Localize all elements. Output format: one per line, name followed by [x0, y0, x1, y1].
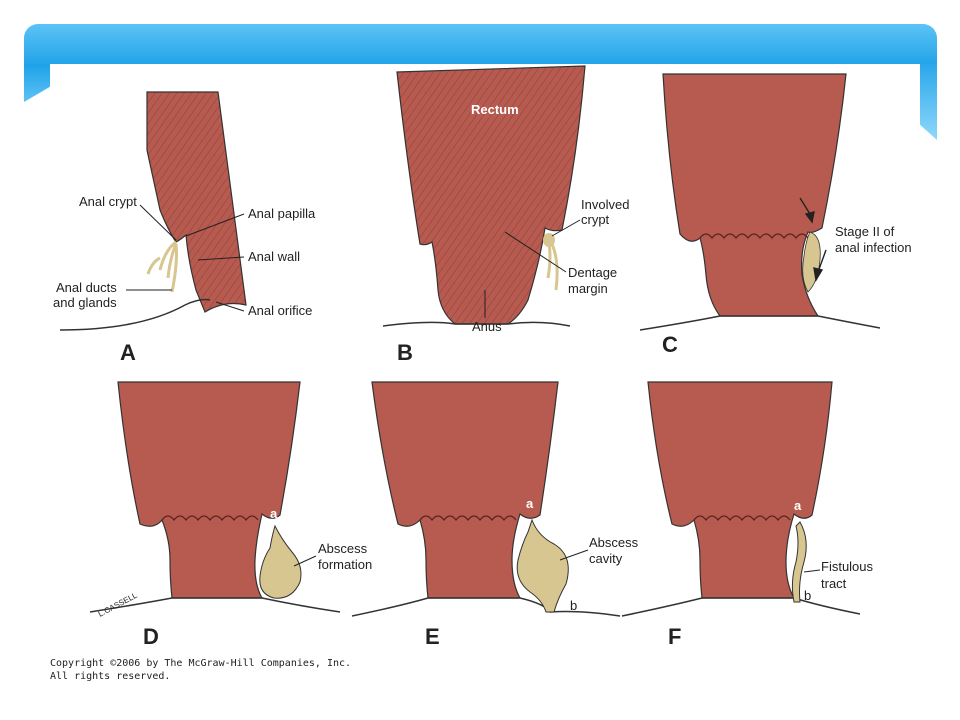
label-fistulous: Fistulous — [821, 559, 874, 574]
label-formation: formation — [318, 557, 372, 572]
panel-letter-e: E — [425, 624, 440, 649]
copyright-line-1: Copyright ©2006 by The McGraw-Hill Compa… — [50, 658, 352, 669]
panel-letter-b: B — [397, 340, 413, 365]
panel-letter-d: D — [143, 624, 159, 649]
panel-d-abscess — [259, 524, 302, 599]
panel-a-skin-line — [59, 298, 211, 331]
label-and-glands: and glands — [53, 295, 117, 310]
panel-d-skin-line — [89, 597, 341, 613]
leader-abscess-cavity — [559, 549, 589, 561]
panel-f-dentate-wave — [693, 515, 791, 521]
label-a-d: a — [270, 506, 278, 521]
panel-f: a Fistulous tract b F — [621, 381, 874, 649]
leader-dentage-margin — [504, 231, 567, 273]
copyright-notice: Copyright ©2006 by The McGraw-Hill Compa… — [50, 657, 351, 683]
label-b-f: b — [804, 588, 811, 603]
leader-anal-orifice — [215, 301, 245, 312]
label-rectum: Rectum — [471, 102, 519, 117]
title-banner — [24, 24, 937, 68]
label-anus: Anus — [472, 319, 502, 334]
arrow-down-icon — [799, 197, 811, 215]
panel-f-skin-line — [621, 597, 861, 617]
panel-c-dentate-wave — [699, 233, 809, 239]
arrow-down-icon-2 — [817, 249, 827, 273]
panel-e-dentate-wave — [419, 515, 517, 521]
label-stage-ii: Stage II of — [835, 224, 895, 239]
panel-b: Rectum Involved crypt Dentage margin Anu… — [382, 65, 629, 365]
label-involved: Involved — [581, 197, 629, 212]
banner-fold-right — [920, 64, 937, 140]
label-abscess-d: Abscess — [318, 541, 368, 556]
label-anal-orifice: Anal orifice — [248, 303, 312, 318]
label-crypt: crypt — [581, 212, 610, 227]
label-anal-crypt: Anal crypt — [79, 194, 137, 209]
copyright-line-2: All rights reserved. — [50, 671, 171, 682]
label-dentage: Dentage — [568, 265, 617, 280]
label-cavity: cavity — [589, 551, 623, 566]
panel-letter-a: A — [120, 340, 136, 365]
panel-c-skin-line — [639, 315, 881, 331]
label-tract: tract — [821, 576, 847, 591]
label-a-e: a — [526, 496, 534, 511]
label-a-f: a — [794, 498, 802, 513]
leader-involved-crypt — [551, 219, 581, 237]
panel-c-rectum-shape — [662, 73, 847, 317]
leader-abscess-formation — [293, 555, 317, 567]
label-anal-infection: anal infection — [835, 240, 912, 255]
panel-e-abscess-cavity — [516, 518, 569, 613]
panel-c: Stage II of anal infection C — [639, 73, 912, 357]
panel-a-anal-glands — [146, 240, 178, 293]
panel-d: a Abscess formation L.CASSELL D — [89, 381, 372, 649]
panel-b-skin-line — [382, 321, 571, 327]
panel-d-dentate-wave — [161, 515, 259, 521]
panel-f-rectum-shape — [647, 381, 833, 599]
panel-a: Anal crypt Anal papilla Anal wall Anal d… — [53, 91, 316, 365]
leader-anal-papilla — [185, 213, 245, 237]
label-b-e: b — [570, 598, 577, 613]
panel-letter-c: C — [662, 332, 678, 357]
label-abscess-e: Abscess — [589, 535, 639, 550]
leader-fistulous-tract — [803, 569, 821, 573]
panel-f-fistulous-tract — [791, 521, 807, 603]
label-margin: margin — [568, 281, 608, 296]
panel-e-skin-line — [351, 597, 621, 617]
panel-e: a Abscess cavity b E — [351, 381, 639, 649]
panel-b-involved-gland — [543, 233, 559, 291]
label-anal-ducts: Anal ducts — [56, 280, 117, 295]
leader-anal-crypt — [139, 204, 177, 241]
label-anal-papilla: Anal papilla — [248, 206, 316, 221]
panel-letter-f: F — [668, 624, 681, 649]
label-anal-wall: Anal wall — [248, 249, 300, 264]
leader-anal-wall — [197, 256, 245, 261]
